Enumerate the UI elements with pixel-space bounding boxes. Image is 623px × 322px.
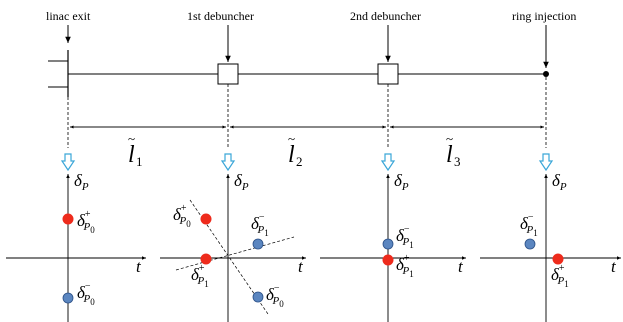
point-p1-plus bbox=[200, 253, 212, 265]
drift-3-symbol: l bbox=[446, 142, 453, 168]
rotation-line-kicked bbox=[175, 236, 295, 271]
drift-1-tilde: ~ bbox=[128, 131, 135, 146]
point-p0-minus-label: δ−P0 bbox=[77, 281, 95, 307]
station-label-ring-injection: ring injection bbox=[512, 9, 576, 23]
dp-axis-label: δP bbox=[552, 171, 567, 193]
debuncher-1-box bbox=[217, 63, 239, 85]
point-p1-plus bbox=[382, 254, 394, 266]
dp-axis-label: δP bbox=[74, 171, 89, 193]
point-p0-plus-label: δ+P0 bbox=[173, 203, 191, 229]
point-p1-minus-label: δ−P1 bbox=[251, 212, 269, 238]
beam-line bbox=[48, 50, 546, 97]
drift-label-1: ~ l 1 bbox=[128, 131, 143, 169]
station-label-2nd-debuncher: 2nd debuncher bbox=[350, 9, 421, 23]
down-arrow-icon bbox=[220, 153, 236, 172]
drift-1-index: 1 bbox=[136, 154, 143, 169]
station-guide-lines bbox=[67, 77, 547, 148]
point-p1-minus bbox=[252, 238, 264, 250]
down-arrow-icon bbox=[60, 153, 76, 172]
phase-space-transition-arrows bbox=[60, 153, 554, 172]
down-arrow-icon bbox=[380, 153, 396, 172]
point-p0-plus-label: δ+P0 bbox=[77, 209, 95, 235]
down-arrow-icon bbox=[538, 153, 554, 172]
drift-2-tilde: ~ bbox=[288, 131, 295, 146]
t-axis-label: t bbox=[458, 257, 464, 276]
point-p1-minus-label: δ−P1 bbox=[396, 224, 414, 250]
point-p1-plus bbox=[552, 253, 564, 265]
station-label-1st-debuncher: 1st debuncher bbox=[187, 9, 254, 23]
point-p0-minus bbox=[62, 292, 74, 304]
point-p0-minus bbox=[252, 291, 264, 303]
point-p1-minus bbox=[382, 238, 394, 250]
point-p1-plus-label: δ+P1 bbox=[396, 253, 414, 279]
t-axis-label: t bbox=[611, 257, 617, 276]
dp-axis-label: δP bbox=[234, 171, 249, 193]
drift-label-2: ~ l 2 bbox=[288, 131, 303, 169]
drift-3-tilde: ~ bbox=[446, 131, 453, 146]
point-p0-plus bbox=[62, 213, 74, 225]
t-axis-label: t bbox=[136, 257, 142, 276]
phase-space-panel-3: δP t δ−P1 δ+P1 bbox=[320, 171, 466, 322]
drift-1-symbol: l bbox=[128, 142, 135, 168]
point-p0-plus bbox=[200, 213, 212, 225]
drift-2-symbol: l bbox=[288, 142, 295, 168]
point-p1-plus-label: δ+P1 bbox=[191, 263, 209, 289]
phase-space-panel-2: δP t δ+P0 δ+P1 δ−P1 δ−P0 bbox=[160, 171, 306, 322]
phase-space-panel-1: δP t δ+P0 δ−P0 bbox=[6, 171, 146, 322]
point-p1-plus-label: δ+P1 bbox=[551, 263, 569, 289]
drift-2-index: 2 bbox=[296, 154, 303, 169]
t-axis-label: t bbox=[298, 257, 304, 276]
point-p1-minus-label: δ−P1 bbox=[520, 212, 538, 238]
point-p0-minus-label: δ−P0 bbox=[266, 283, 284, 309]
drift-label-3: ~ l 3 bbox=[446, 131, 461, 169]
station-label-linac-exit: linac exit bbox=[46, 9, 91, 23]
drift-3-index: 3 bbox=[454, 154, 461, 169]
dp-axis-label: δP bbox=[394, 171, 409, 193]
injection-point-dot bbox=[543, 71, 549, 77]
phase-space-panel-4: δP t δ−P1 δ+P1 bbox=[480, 171, 621, 322]
point-p1-minus bbox=[524, 238, 536, 250]
debuncher-2-box bbox=[377, 63, 399, 85]
